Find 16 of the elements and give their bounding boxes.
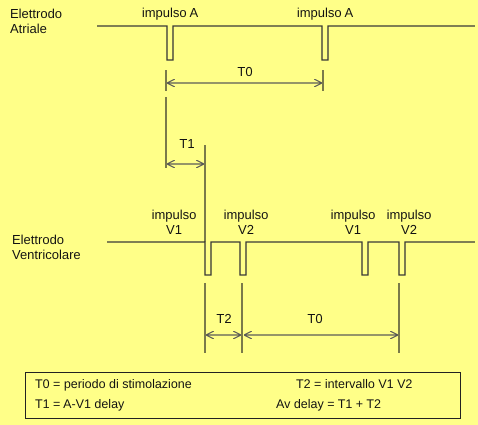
interval-label: T0 (236, 64, 254, 79)
pulse-label: impulso A (140, 5, 200, 20)
legend-text: Av delay = T1 + T2 (276, 397, 382, 412)
pulse-label: impulso V2 (386, 207, 432, 237)
interval-label: T0 (306, 311, 324, 326)
signal-label: Elettrodo Atriale (10, 6, 64, 36)
legend-text: T1 = A-V1 delay (35, 397, 126, 412)
legend-text: T2 = intervallo V1 V2 (296, 377, 414, 392)
pulse-label: impulso V2 (222, 207, 270, 237)
legend-text: T0 = periodo di stimolazione (35, 377, 193, 392)
signal-label: Elettrodo Ventricolare (12, 232, 82, 262)
interval-label: T1 (178, 136, 196, 151)
pulse-label: impulso V1 (150, 207, 198, 237)
pulse-label: impulso V1 (330, 207, 376, 237)
pulse-label: impulso A (296, 5, 354, 20)
interval-label: T2 (215, 311, 233, 326)
